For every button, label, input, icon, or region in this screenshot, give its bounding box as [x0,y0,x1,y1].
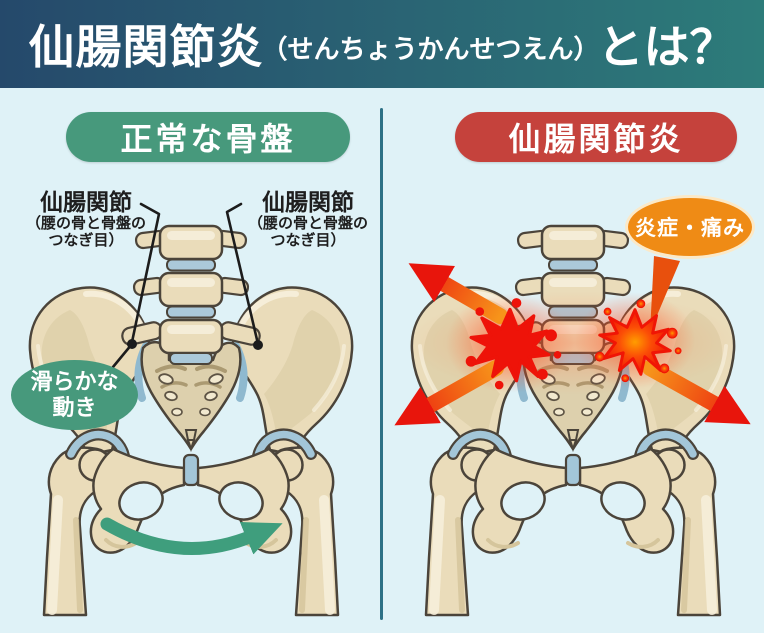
annotation-left-sub1: （腰の骨と骨盤の [25,214,146,232]
annotation-right-sub1: （腰の骨と骨盤の [247,214,368,232]
smooth-motion-arrow [100,517,283,555]
annotation-left-sub2: つなぎ目） [48,231,124,249]
annotation-left: 仙腸関節 （腰の骨と骨盤の つなぎ目） [4,189,168,249]
smooth-movement-line2: 動き [52,395,97,420]
right-panel: 仙腸関節炎 炎症・痛み [382,90,764,633]
smooth-movement-line1: 滑らかな [30,368,119,394]
header-banner: 仙腸関節炎 （せんちょうかんせつえん） とは？ [0,0,764,88]
annotation-left-title: 仙腸関節 [40,189,132,215]
pain-arrow-down-right [642,360,751,425]
smooth-movement-badge: 滑らかな 動き [11,360,138,430]
annotation-right-sub2: つなぎ目） [270,231,346,249]
annotation-right-title: 仙腸関節 [262,189,354,215]
panel-divider [380,108,383,620]
header-title-suffix: とは？ [597,21,736,73]
si-joint-marker-right [253,340,263,350]
left-panel-title: 正常な骨盤 [120,121,296,157]
left-panel: 正常な骨盤 仙腸関節 （腰の骨と骨盤の つなぎ目） 仙腸関節 （腰の骨と骨盤の [0,90,382,633]
right-panel-title: 仙腸関節炎 [508,121,684,157]
annotation-right: 仙腸関節 （腰の骨と骨盤の つなぎ目） [234,189,382,249]
header-title-main: 仙腸関節炎 [28,21,264,73]
inflammation-pain-label: 炎症・痛み [635,217,745,240]
right-panel-title-badge: 仙腸関節炎 [455,112,737,162]
si-joint-marker-left [127,339,137,349]
inflammation-pain-badge: 炎症・痛み [625,195,755,259]
pain-badge-pointer [650,256,680,332]
right-panel-overlay [394,256,751,426]
left-panel-title-badge: 正常な骨盤 [66,112,350,162]
header-title-reading: （せんちょうかんせつえん） [261,33,600,64]
left-panel-overlay [100,202,283,555]
pain-arrow-down-left [394,360,504,426]
pain-arrows [394,263,751,426]
pain-arrow-up-left [408,263,508,324]
